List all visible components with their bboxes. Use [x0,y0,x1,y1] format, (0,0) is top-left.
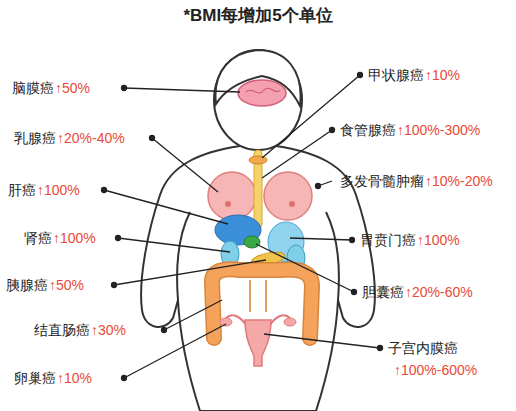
risk-increase: ↑20%-60% [405,283,473,301]
breast [264,172,312,220]
chart-title: *BMI每增加5个单位 [0,5,516,27]
cancer-name: 多发骨髓肿瘤 [340,172,424,190]
leader-line [290,238,352,240]
leader-lines [102,73,383,381]
uterus [245,320,271,366]
brain-fold [246,88,280,93]
nipple [289,201,295,207]
cancer-name: 结直肠癌 [34,321,90,339]
leader-dot [352,290,357,295]
leader-dot [350,238,355,243]
arm-line [326,212,339,300]
risk-increase: ↑20%-40% [57,129,125,147]
ovary [220,318,232,326]
leader-line [124,88,240,92]
arm-line [177,212,190,300]
leader-line [118,238,230,252]
leader-dot [330,128,335,133]
hair [215,50,300,106]
leader-dot [150,136,155,141]
intestine-line [250,280,266,312]
leader-dot [358,73,363,78]
breast [208,172,256,220]
cancer-name: 食管腺癌 [340,121,396,139]
leader-dot [316,184,321,189]
leader-line [124,324,226,378]
cancer-name: 胆囊癌 [362,283,404,301]
cancer-name: 乳腺癌 [14,129,56,147]
risk-increase: ↑10%-20% [425,172,493,190]
risk-increase: ↑100% [53,229,96,247]
risk-increase: ↑100% [37,181,80,199]
leader-line [264,334,380,348]
risk-increase: ↑100%-600% [394,361,477,379]
body-outline [141,146,375,411]
leader-line [104,190,228,224]
leader-line [262,75,360,158]
cancer-name: 卵巢癌 [14,369,56,387]
gallbladder [244,236,260,248]
leader-dot [122,86,127,91]
thyroid [249,156,267,164]
risk-increase: ↑50% [49,276,84,294]
cancer-name: 甲状腺癌 [368,66,424,84]
body-figure [141,50,375,411]
cancer-name: 胃贲门癌 [360,231,416,249]
cancer-name: 子宫内膜癌 [388,339,458,357]
cancer-name: 胰腺癌 [6,276,48,294]
leader-line [164,300,222,330]
leader-line [152,138,218,192]
leader-dot [122,376,127,381]
ovary [284,318,296,326]
leader-line [262,130,332,178]
cancer-name: 脑膜癌 [12,79,54,97]
risk-increase: ↑100%-300% [397,121,480,139]
leader-dot [102,188,107,193]
risk-increase: ↑100% [417,231,460,249]
leader-dot [162,328,167,333]
leader-line [256,244,354,292]
leader-dot [378,346,383,351]
risk-increase: ↑30% [91,321,126,339]
brain [238,80,286,106]
nipple [225,201,231,207]
cancer-name: 肾癌 [24,229,52,247]
cancer-name: 肝癌 [8,181,36,199]
leader-dot [112,283,117,288]
risk-increase: ↑50% [55,79,90,97]
risk-increase: ↑10% [425,66,460,84]
leader-dot [116,236,121,241]
leader-line [114,260,266,285]
risk-increase: ↑10% [57,369,92,387]
